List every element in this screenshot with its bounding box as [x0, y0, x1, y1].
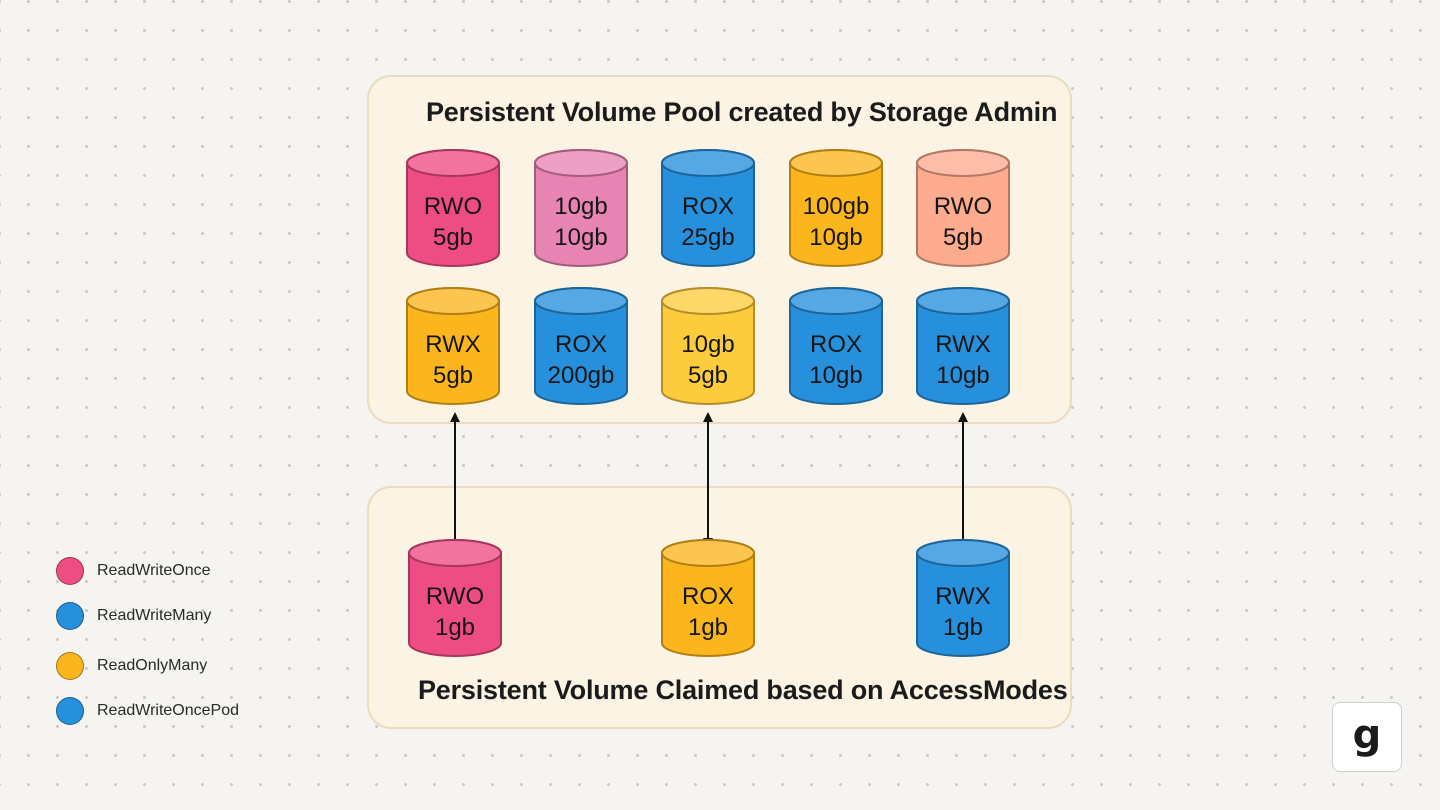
- legend-label: ReadWriteOncePod: [97, 702, 239, 719]
- volume-cylinder: 100gb 10gb: [789, 149, 883, 267]
- volume-mode-label: RWX: [425, 331, 481, 358]
- claim-volumes: RWO 1gb ROX 1gb RWX 1gb: [408, 539, 1010, 657]
- cylinder-top: [916, 539, 1010, 567]
- volume-mode-label: 10gb: [554, 193, 607, 220]
- claims-title: Persistent Volume Claimed based on Acces…: [418, 675, 1068, 705]
- legend-swatch: [56, 652, 84, 680]
- cylinder-top: [406, 149, 500, 177]
- volume-cylinder: RWX 1gb: [916, 539, 1010, 657]
- volume-size-label: 1gb: [435, 614, 475, 641]
- volume-size-label: 1gb: [688, 614, 728, 641]
- volume-mode-label: RWO: [426, 583, 484, 610]
- volume-size-label: 5gb: [433, 224, 473, 251]
- volume-cylinder: RWX 10gb: [916, 287, 1010, 405]
- cylinder-top: [534, 149, 628, 177]
- legend-label: ReadOnlyMany: [97, 657, 208, 674]
- volume-size-label: 200gb: [548, 362, 615, 389]
- pool-volumes: RWO5gb10gb10gbROX25gb100gb10gbRWO5gbRWX5…: [406, 149, 1010, 405]
- cylinder-top: [661, 539, 755, 567]
- legend-label: ReadWriteOnce: [97, 562, 211, 579]
- volume-cylinder: ROX 1gb: [661, 539, 755, 657]
- volume-size-label: 5gb: [688, 362, 728, 389]
- volume-size-label: 25gb: [681, 224, 734, 251]
- cylinder-top: [789, 149, 883, 177]
- volume-mode-label: RWX: [935, 583, 991, 610]
- volume-size-label: 10gb: [809, 362, 862, 389]
- volume-mode-label: ROX: [682, 193, 734, 220]
- volume-size-label: 10gb: [809, 224, 862, 251]
- pool-title: Persistent Volume Pool created by Storag…: [426, 97, 1058, 127]
- cylinder-top: [916, 287, 1010, 315]
- legend-swatch: [56, 602, 84, 630]
- volume-cylinder: 10gb 10gb: [534, 149, 628, 267]
- volume-cylinder: ROX 200gb: [534, 287, 628, 405]
- cylinder-top: [916, 149, 1010, 177]
- legend-label: ReadWriteMany: [97, 607, 212, 624]
- volume-cylinder: ROX 10gb: [789, 287, 883, 405]
- volume-size-label: 5gb: [433, 362, 473, 389]
- cylinder-top: [406, 287, 500, 315]
- volume-mode-label: 10gb: [681, 331, 734, 358]
- cylinder-top: [789, 287, 883, 315]
- volume-cylinder: 10gb 5gb: [661, 287, 755, 405]
- cylinder-top: [661, 149, 755, 177]
- volume-cylinder: RWO 1gb: [408, 539, 502, 657]
- claim-links: [450, 412, 968, 548]
- volume-mode-label: 100gb: [803, 193, 870, 220]
- volume-mode-label: RWO: [934, 193, 992, 220]
- legend-swatch: [56, 697, 84, 725]
- legend-swatch: [56, 557, 84, 585]
- volume-mode-label: ROX: [682, 583, 734, 610]
- volume-mode-label: ROX: [555, 331, 607, 358]
- volume-cylinder: RWX 5gb: [406, 287, 500, 405]
- volume-mode-label: RWO: [424, 193, 482, 220]
- volume-size-label: 10gb: [554, 224, 607, 251]
- volume-cylinder: RWO 5gb: [916, 149, 1010, 267]
- cylinder-top: [534, 287, 628, 315]
- volume-size-label: 10gb: [936, 362, 989, 389]
- logo-badge[interactable]: g: [1332, 702, 1402, 772]
- volume-cylinder: ROX 25gb: [661, 149, 755, 267]
- volume-size-label: 1gb: [943, 614, 983, 641]
- volume-mode-label: ROX: [810, 331, 862, 358]
- volume-cylinder: RWO 5gb: [406, 149, 500, 267]
- volume-mode-label: RWX: [935, 331, 991, 358]
- volume-size-label: 5gb: [943, 224, 983, 251]
- cylinder-top: [408, 539, 502, 567]
- cylinder-top: [661, 287, 755, 315]
